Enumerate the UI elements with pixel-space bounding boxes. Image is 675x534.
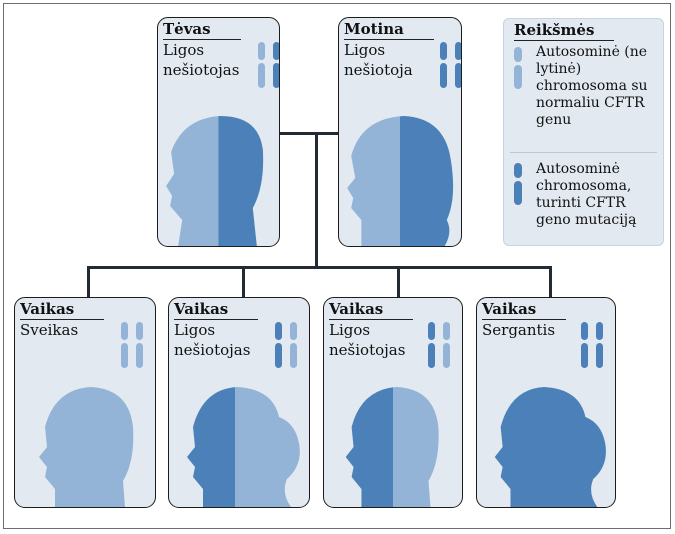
father-title: Tėvas — [163, 20, 241, 40]
legend-divider — [510, 152, 657, 153]
father-card: Tėvas Ligos nešiotojas — [157, 17, 280, 247]
child-drop-4 — [549, 266, 552, 297]
legend-panel: Reikšmės Autosominė (ne lytinė) chromoso… — [503, 18, 664, 246]
chromosome-mutation-icon — [514, 181, 522, 205]
chromosome-mutation-icon — [440, 42, 447, 60]
father-head-silhouette-icon — [166, 116, 264, 246]
child-3-title: Vaikas — [329, 300, 414, 320]
chromosome-normal-icon — [514, 47, 522, 62]
chromosome-normal-icon — [136, 343, 143, 368]
chromosome-normal-icon — [514, 65, 522, 89]
chromosome-mutation-icon — [455, 42, 461, 60]
child-3-status: Ligos nešiotojas — [329, 321, 406, 359]
child-3-head-silhouette-icon — [345, 387, 439, 507]
chromosome-normal-icon — [443, 343, 450, 368]
father-status: Ligos nešiotojas — [163, 41, 240, 79]
chromosome-mutation-icon — [273, 42, 279, 60]
legend-normal-text: Autosominė (ne lytinė) chromosoma su nor… — [536, 44, 648, 128]
chromosome-mutation-icon — [514, 163, 522, 178]
child-4-title: Vaikas — [482, 300, 567, 320]
chromosome-mutation-icon — [581, 343, 588, 368]
chromosome-normal-icon — [290, 343, 297, 368]
child-card-3: Vaikas Ligos nešiotojas — [323, 297, 463, 508]
chromosome-mutation-icon — [275, 343, 282, 368]
chromosome-mutation-icon — [440, 63, 447, 88]
child-1-title: Vaikas — [20, 300, 105, 320]
trunk-line — [315, 132, 318, 269]
child-2-status: Ligos nešiotojas — [174, 321, 251, 359]
child-2-head-silhouette-icon — [187, 387, 300, 507]
parents-connector-line — [280, 132, 338, 135]
chromosome-normal-icon — [121, 322, 128, 340]
child-1-head-silhouette-icon — [39, 387, 134, 507]
chromosome-normal-icon — [258, 42, 265, 60]
chromosome-mutation-icon — [428, 343, 435, 368]
child-4-head-silhouette-icon — [494, 387, 606, 507]
mother-status: Ligos nešiotoja — [344, 41, 413, 79]
chromosome-mutation-icon — [455, 63, 461, 88]
chromosome-mutation-icon — [275, 322, 282, 340]
child-4-status: Sergantis — [482, 321, 556, 339]
legend-title: Reikšmės — [514, 21, 615, 41]
mother-title: Motina — [344, 20, 434, 40]
child-drop-2 — [242, 266, 245, 297]
children-bus-line — [87, 266, 552, 269]
chromosome-normal-icon — [443, 322, 450, 340]
chromosome-mutation-icon — [273, 63, 279, 88]
chromosome-normal-icon — [258, 63, 265, 88]
chromosome-normal-icon — [290, 322, 297, 340]
child-drop-1 — [87, 266, 90, 297]
mother-card: Motina Ligos nešiotoja — [338, 17, 462, 247]
chromosome-normal-icon — [136, 322, 143, 340]
chromosome-mutation-icon — [596, 322, 603, 340]
child-drop-3 — [397, 266, 400, 297]
mother-head-silhouette-icon — [347, 116, 454, 246]
legend-mutation-text: Autosominė chromosoma, turinti CFTR geno… — [536, 161, 637, 228]
figure-frame — [3, 3, 671, 529]
child-card-4: Vaikas Sergantis — [476, 297, 616, 508]
child-card-1: Vaikas Sveikas — [14, 297, 156, 508]
chromosome-normal-icon — [121, 343, 128, 368]
child-card-2: Vaikas Ligos nešiotojas — [168, 297, 310, 508]
chromosome-mutation-icon — [428, 322, 435, 340]
child-2-title: Vaikas — [174, 300, 259, 320]
chromosome-mutation-icon — [581, 322, 588, 340]
child-1-status: Sveikas — [20, 321, 79, 339]
chromosome-mutation-icon — [596, 343, 603, 368]
